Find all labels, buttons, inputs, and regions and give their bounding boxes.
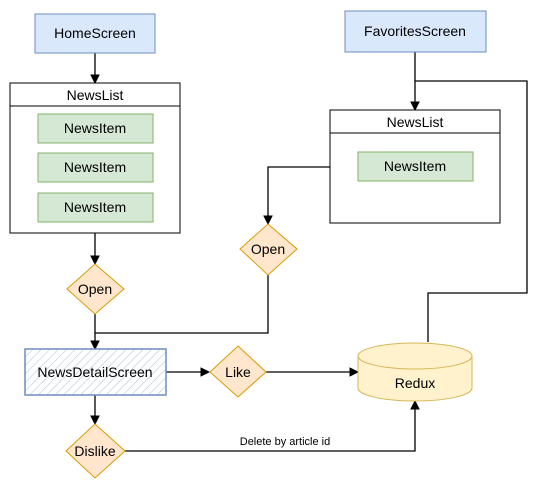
open-fav-diamond — [239, 223, 298, 276]
news-item-1-box — [37, 113, 154, 144]
arrowhead — [90, 415, 100, 426]
redux-cylinder-top — [357, 342, 473, 370]
favorites-screen-box — [344, 10, 487, 53]
edge-dislike-to-redux — [125, 408, 416, 452]
arrowhead — [263, 215, 273, 226]
redux-store-node[interactable]: Redux — [357, 342, 473, 402]
open-home-diamond — [66, 263, 125, 315]
news-item-3-box — [37, 192, 154, 223]
open-fav-decision[interactable]: Open — [239, 223, 298, 276]
arrowhead — [90, 255, 100, 266]
news-item-1-label: NewsItem — [64, 120, 126, 136]
edge-label-delete: Delete by article id — [240, 436, 331, 448]
dislike-label: Dislike — [74, 443, 115, 459]
news-item-1[interactable]: NewsItem — [37, 113, 154, 144]
edges — [90, 52, 528, 452]
edge-fav-open-to-detail — [95, 275, 269, 334]
news-item-2-box — [37, 152, 154, 183]
news-item-2[interactable]: NewsItem — [37, 152, 154, 183]
news-item-3-label: NewsItem — [64, 199, 126, 215]
favorites-screen-node[interactable]: FavoritesScreen — [344, 10, 487, 53]
home-screen-label: HomeScreen — [54, 25, 136, 41]
news-list-fav[interactable]: NewsList NewsItem — [329, 109, 501, 224]
open-fav-label: Open — [251, 241, 285, 257]
favorites-screen-label: FavoritesScreen — [364, 23, 466, 39]
like-diamond — [209, 345, 267, 398]
edge-fav-newslist-to-open — [267, 166, 330, 217]
news-list-home[interactable]: NewsList NewsItem NewsItem NewsItem — [9, 82, 181, 234]
news-list-fav-title: NewsList — [387, 114, 444, 130]
like-decision[interactable]: Like — [209, 345, 267, 398]
arrowhead — [410, 399, 420, 410]
home-screen-node[interactable]: HomeScreen — [34, 13, 156, 54]
news-item-2-label: NewsItem — [64, 159, 126, 175]
news-detail-screen-node[interactable]: NewsDetailScreen — [24, 348, 167, 396]
news-item-fav-label: NewsItem — [384, 158, 446, 174]
dislike-decision[interactable]: Dislike — [65, 423, 126, 479]
news-detail-label: NewsDetailScreen — [37, 364, 152, 380]
news-detail-box — [24, 348, 167, 396]
arrowhead — [90, 74, 100, 85]
news-list-home-title: NewsList — [67, 87, 124, 103]
redux-label: Redux — [395, 375, 435, 391]
home-screen-box — [34, 13, 156, 54]
open-home-decision[interactable]: Open — [66, 263, 125, 315]
news-item-fav-box — [357, 151, 474, 182]
like-label: Like — [225, 364, 251, 380]
arrowhead — [410, 101, 420, 112]
news-item-fav[interactable]: NewsItem — [357, 151, 474, 182]
dislike-diamond — [65, 423, 126, 479]
edge-redux-to-favorites — [415, 80, 528, 342]
open-home-label: Open — [78, 281, 112, 297]
arrowhead — [200, 367, 211, 377]
arrowhead — [349, 367, 360, 377]
arrowhead — [90, 340, 100, 351]
news-item-3[interactable]: NewsItem — [37, 192, 154, 223]
